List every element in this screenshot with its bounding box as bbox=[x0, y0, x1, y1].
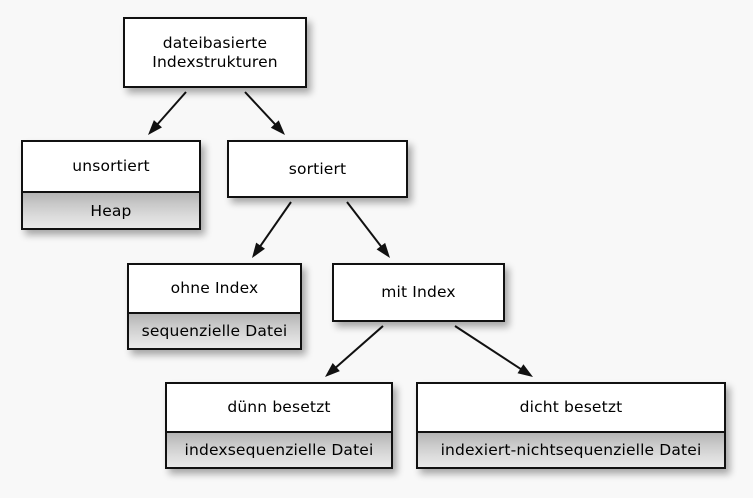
edge-root-sortiert bbox=[244, 91, 285, 135]
node-mit-index[interactable]: mit Index bbox=[332, 263, 505, 322]
node-root[interactable]: dateibasierte Indexstrukturen bbox=[123, 17, 307, 88]
node-duenn-besetzt-sublabel: indexsequenzielle Datei bbox=[167, 431, 391, 467]
edge-sortiert-ohne-index bbox=[252, 201, 292, 258]
node-sortiert-label: sortiert bbox=[229, 142, 406, 196]
node-dicht-besetzt-label: dicht besetzt bbox=[418, 384, 724, 431]
node-ohne-index-label: ohne Index bbox=[129, 265, 300, 312]
node-duenn-besetzt-label: dünn besetzt bbox=[167, 384, 391, 431]
node-root-label: dateibasierte Indexstrukturen bbox=[125, 19, 305, 86]
node-dicht-besetzt[interactable]: dicht besetzt indexiert-nichtsequenziell… bbox=[416, 382, 726, 469]
node-ohne-index[interactable]: ohne Index sequenzielle Datei bbox=[127, 263, 302, 350]
node-ohne-index-sublabel: sequenzielle Datei bbox=[129, 312, 300, 348]
node-dicht-besetzt-sublabel: indexiert-nichtsequenzielle Datei bbox=[418, 431, 724, 467]
node-sortiert[interactable]: sortiert bbox=[227, 140, 408, 198]
node-unsortiert[interactable]: unsortiert Heap bbox=[21, 140, 201, 230]
node-unsortiert-label: unsortiert bbox=[23, 142, 199, 191]
edge-mit-index-duenn bbox=[325, 325, 384, 377]
node-unsortiert-sublabel: Heap bbox=[23, 191, 199, 228]
edge-root-unsortiert bbox=[148, 91, 187, 135]
edge-sortiert-mit-index bbox=[346, 201, 390, 258]
edge-mit-index-dicht bbox=[454, 325, 533, 377]
node-duenn-besetzt[interactable]: dünn besetzt indexsequenzielle Datei bbox=[165, 382, 393, 469]
node-mit-index-label: mit Index bbox=[334, 265, 503, 320]
